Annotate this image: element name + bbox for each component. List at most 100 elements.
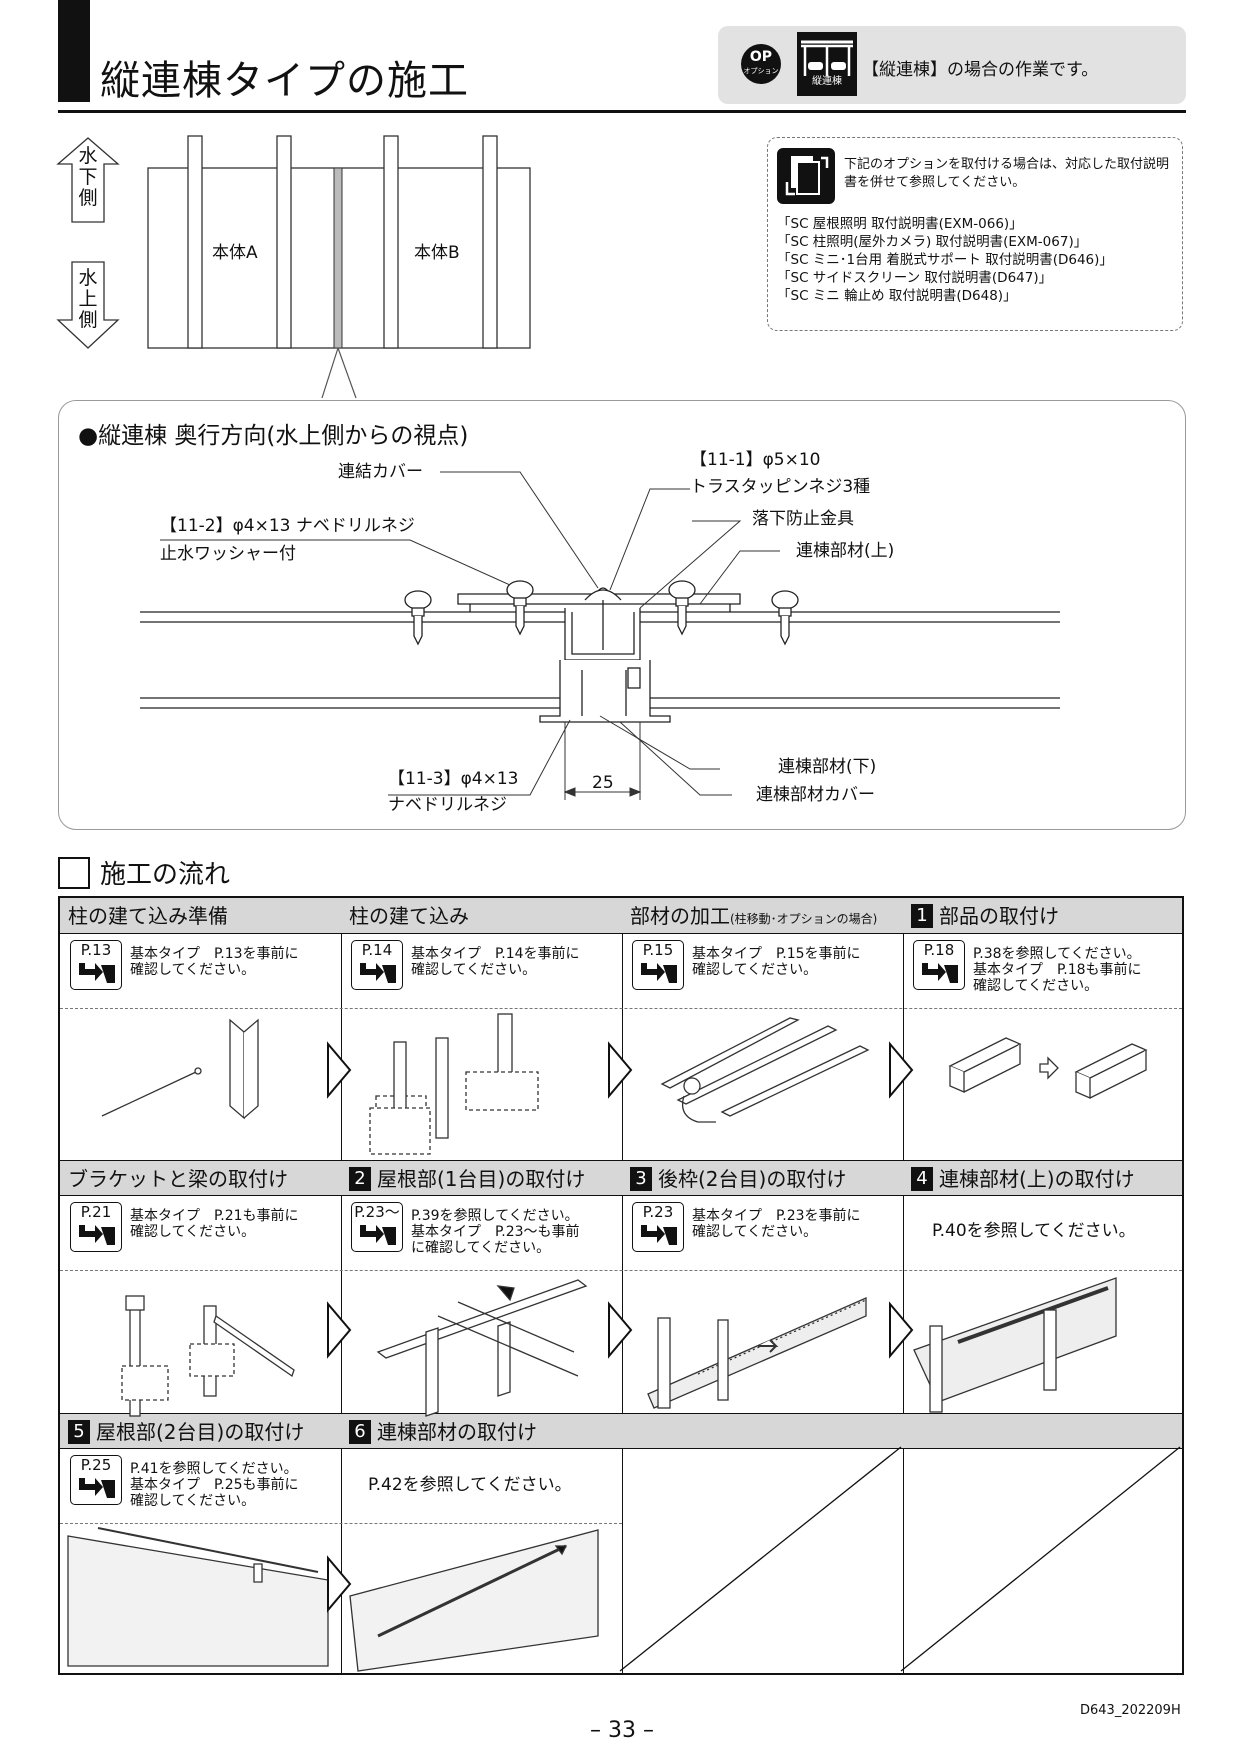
page-ref-badge: P.21 — [70, 1202, 122, 1252]
option-badge-subtext: オプション — [743, 67, 779, 75]
label-part-upper: 連棟部材(上) — [796, 541, 895, 561]
dashed-divider — [60, 1270, 1182, 1271]
label-screw-11-2-a: 【11-2】φ4×13 ナベドリルネジ — [160, 516, 415, 536]
dashed-divider — [60, 1008, 1182, 1009]
plan-post — [482, 135, 498, 349]
step-desc: P.39を参照してください。基本タイプ P.23〜も事前に確認してください。 — [411, 1208, 580, 1256]
dashed-divider — [60, 1523, 622, 1524]
notice-heading: 下記のオプションを取付ける場合は、対応した取付説明書を併せて参照してください。 — [844, 157, 1170, 190]
step-desc: 基本タイプ P.23を事前に確認してください。 — [692, 1208, 861, 1240]
page-ref-badge: P.18 — [913, 940, 965, 990]
label-screw-11-2-b: 止水ワッシャー付 — [160, 544, 296, 564]
section-callout-lines — [321, 347, 357, 399]
label-screw-11-1-b: トラスタッピンネジ3種 — [690, 477, 871, 497]
flow-heading: 施工の流れ — [100, 860, 231, 890]
illustration-rentou-members — [349, 1529, 599, 1672]
title-accent-bar — [58, 0, 90, 102]
water-low-arrow-icon — [56, 137, 120, 223]
page-ref-icon — [360, 1225, 396, 1245]
notice-item: 「SC 屋根照明 取付説明書(EXM-066)」 — [777, 216, 1023, 232]
screw-icon — [506, 580, 534, 636]
carport-icon — [801, 40, 853, 76]
step-desc: 基本タイプ P.13を事前に確認してください。 — [130, 946, 299, 978]
illustration-material-processing — [660, 1017, 870, 1123]
page-ref-icon — [360, 963, 396, 983]
section-view-title: ●縦連棟 奥行方向(水上側からの視点) — [78, 423, 469, 449]
page-ref-icon — [641, 963, 677, 983]
notice-item: 「SC ミニ 輪止め 取付説明書(D648)」 — [777, 288, 1017, 304]
step-desc: P.42を参照してください。 — [368, 1475, 572, 1495]
step-desc: 基本タイプ P.14を事前に確認してください。 — [411, 946, 580, 978]
section-view-diagram — [140, 471, 1060, 800]
label-part-lower: 連棟部材(下) — [778, 757, 877, 777]
flow-heading-box — [58, 857, 90, 889]
title-divider — [58, 110, 1186, 113]
page-ref-badge: P.23〜 — [351, 1202, 403, 1252]
step-desc: P.38を参照してください。基本タイプ P.18も事前に確認してください。 — [973, 946, 1142, 994]
page-ref-icon — [79, 1478, 115, 1498]
screw-icon — [771, 590, 799, 646]
label-screw-11-3-a: 【11-3】φ4×13 — [388, 769, 519, 789]
notice-item: 「SC サイドスクリーン 取付説明書(D647)」 — [777, 270, 1053, 286]
plan-post — [383, 135, 399, 349]
water-high-arrow-icon — [56, 261, 120, 349]
label-fall-guard: 落下防止金具 — [752, 509, 854, 529]
illustration-post-install — [369, 1013, 539, 1155]
next-arrow-icon — [327, 1041, 352, 1099]
tate-rentou-icon: 縦連棟 — [797, 32, 857, 96]
column-divider — [341, 898, 342, 1673]
illustration-roof-second — [67, 1527, 329, 1667]
page-ref-badge: P.23 — [632, 1202, 684, 1252]
column-divider — [903, 898, 904, 1673]
page-ref-badge: P.14 — [351, 940, 403, 990]
flow-illustrations — [67, 1013, 1181, 1672]
step-desc: P.40を参照してください。 — [932, 1221, 1136, 1241]
step-desc: 基本タイプ P.21も事前に確認してください。 — [130, 1208, 299, 1240]
label-cover: 連結カバー — [338, 462, 423, 482]
water-high-label: 水上側 — [78, 267, 98, 331]
plan-post — [187, 135, 203, 349]
next-arrow-icon — [608, 1041, 633, 1099]
next-arrow-icon — [889, 1041, 914, 1099]
option-badge: OP オプション — [741, 44, 781, 84]
illustration-bracket-beam — [121, 1295, 295, 1417]
option-note-text: 【縦連棟】の場合の作業です。 — [862, 60, 1099, 80]
notice-item: 「SC ミニ･1台用 着脱式サポート 取付説明書(D646)」 — [777, 252, 1113, 268]
label-screw-11-3-b: ナベドリルネジ — [388, 795, 507, 815]
notice-list: 「SC 屋根照明 取付説明書(EXM-066)」 「SC 柱照明(屋外カメラ) … — [777, 215, 1113, 305]
next-arrow-icon — [608, 1301, 633, 1359]
screw-icon — [668, 580, 696, 636]
illustration-rear-frame — [647, 1297, 867, 1409]
tate-rentou-icon-label: 縦連棟 — [812, 76, 842, 87]
plan-view-diagram — [56, 135, 531, 399]
body-a-label: 本体A — [212, 243, 258, 263]
step-header-1: 柱の建て込み準備 — [60, 898, 341, 934]
illustration-rentou-upper — [913, 1277, 1117, 1413]
water-low-label: 水下側 — [78, 145, 98, 209]
option-notice-box — [718, 26, 1186, 104]
step-desc: 基本タイプ P.15を事前に確認してください。 — [692, 946, 861, 978]
step-header-3: 部材の加工(柱移動･オプションの場合) — [622, 898, 903, 934]
page-ref-badge: P.25 — [70, 1455, 122, 1505]
manual-book-icon — [777, 148, 835, 204]
label-screw-11-1-a: 【11-1】φ5×10 — [690, 450, 821, 470]
page-ref-badge: P.15 — [632, 940, 684, 990]
next-arrow-icon — [327, 1301, 352, 1359]
page-ref-badge: P.13 — [70, 940, 122, 990]
section-view-panel — [58, 400, 1186, 830]
page-ref-icon — [922, 963, 958, 983]
next-arrow-icon — [889, 1301, 914, 1359]
step-header-empty — [622, 1413, 1182, 1449]
page-title: 縦連棟タイプの施工 — [100, 58, 469, 104]
plan-post — [276, 135, 292, 349]
page-number: – 33 – — [590, 1718, 654, 1743]
step-desc: P.41を参照してください。基本タイプ P.25も事前に確認してください。 — [130, 1461, 299, 1509]
label-part-cover: 連棟部材カバー — [756, 785, 875, 805]
step-header-2: 柱の建て込み — [341, 898, 622, 934]
